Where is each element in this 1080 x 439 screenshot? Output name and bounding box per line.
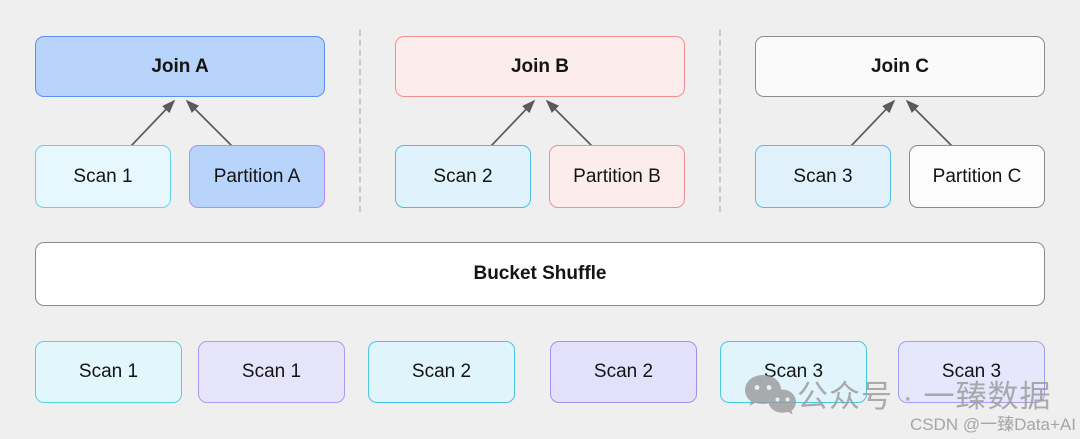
partition-b-node: Partition B: [549, 145, 685, 208]
join-group-a: Join A Scan 1 Partition A: [35, 36, 325, 208]
edges-b: [490, 99, 593, 145]
bottom-scan2-left-node: Scan 2: [368, 341, 515, 403]
join-group-b: Join B Scan 2 Partition B: [395, 36, 685, 208]
bottom-scan2-right-node: Scan 2: [550, 341, 697, 403]
bottom-scan3-left-node: Scan 3: [720, 341, 867, 403]
group-divider-2: [719, 30, 721, 212]
edge-arrow-scan3-joinc: [850, 99, 896, 145]
edge-arrow-scan2-joinb: [490, 99, 536, 145]
partition-c-node: Partition C: [909, 145, 1045, 208]
wechat-icon: [745, 375, 796, 415]
edge-arrow-partitionc-joinc: [905, 99, 953, 145]
csdn-watermark-text: CSDN @一臻Data+AI: [909, 415, 1076, 434]
edge-arrow-scan1-joina: [130, 99, 176, 145]
bottom-scan3-right-node: Scan 3: [898, 341, 1045, 403]
edge-arrow-partitionb-joinb: [545, 99, 593, 145]
join-b-node: Join B: [395, 36, 685, 97]
join-a-node: Join A: [35, 36, 325, 97]
scan2-node: Scan 2: [395, 145, 531, 208]
edge-arrow-partitiona-joina: [185, 99, 233, 145]
join-c-node: Join C: [755, 36, 1045, 97]
scan1-node: Scan 1: [35, 145, 171, 208]
edges-c: [850, 99, 953, 145]
group-divider-1: [359, 30, 361, 212]
join-group-c: Join C Scan 3 Partition C: [755, 36, 1045, 208]
bottom-scan1-right-node: Scan 1: [198, 341, 345, 403]
scan3-node: Scan 3: [755, 145, 891, 208]
bottom-scan1-left-node: Scan 1: [35, 341, 182, 403]
bucket-shuffle-node: Bucket Shuffle: [35, 242, 1045, 306]
partition-a-node: Partition A: [189, 145, 325, 208]
edges-a: [130, 99, 233, 145]
wechat-watermark-text: 公众号 · 一臻数据: [797, 379, 1052, 414]
